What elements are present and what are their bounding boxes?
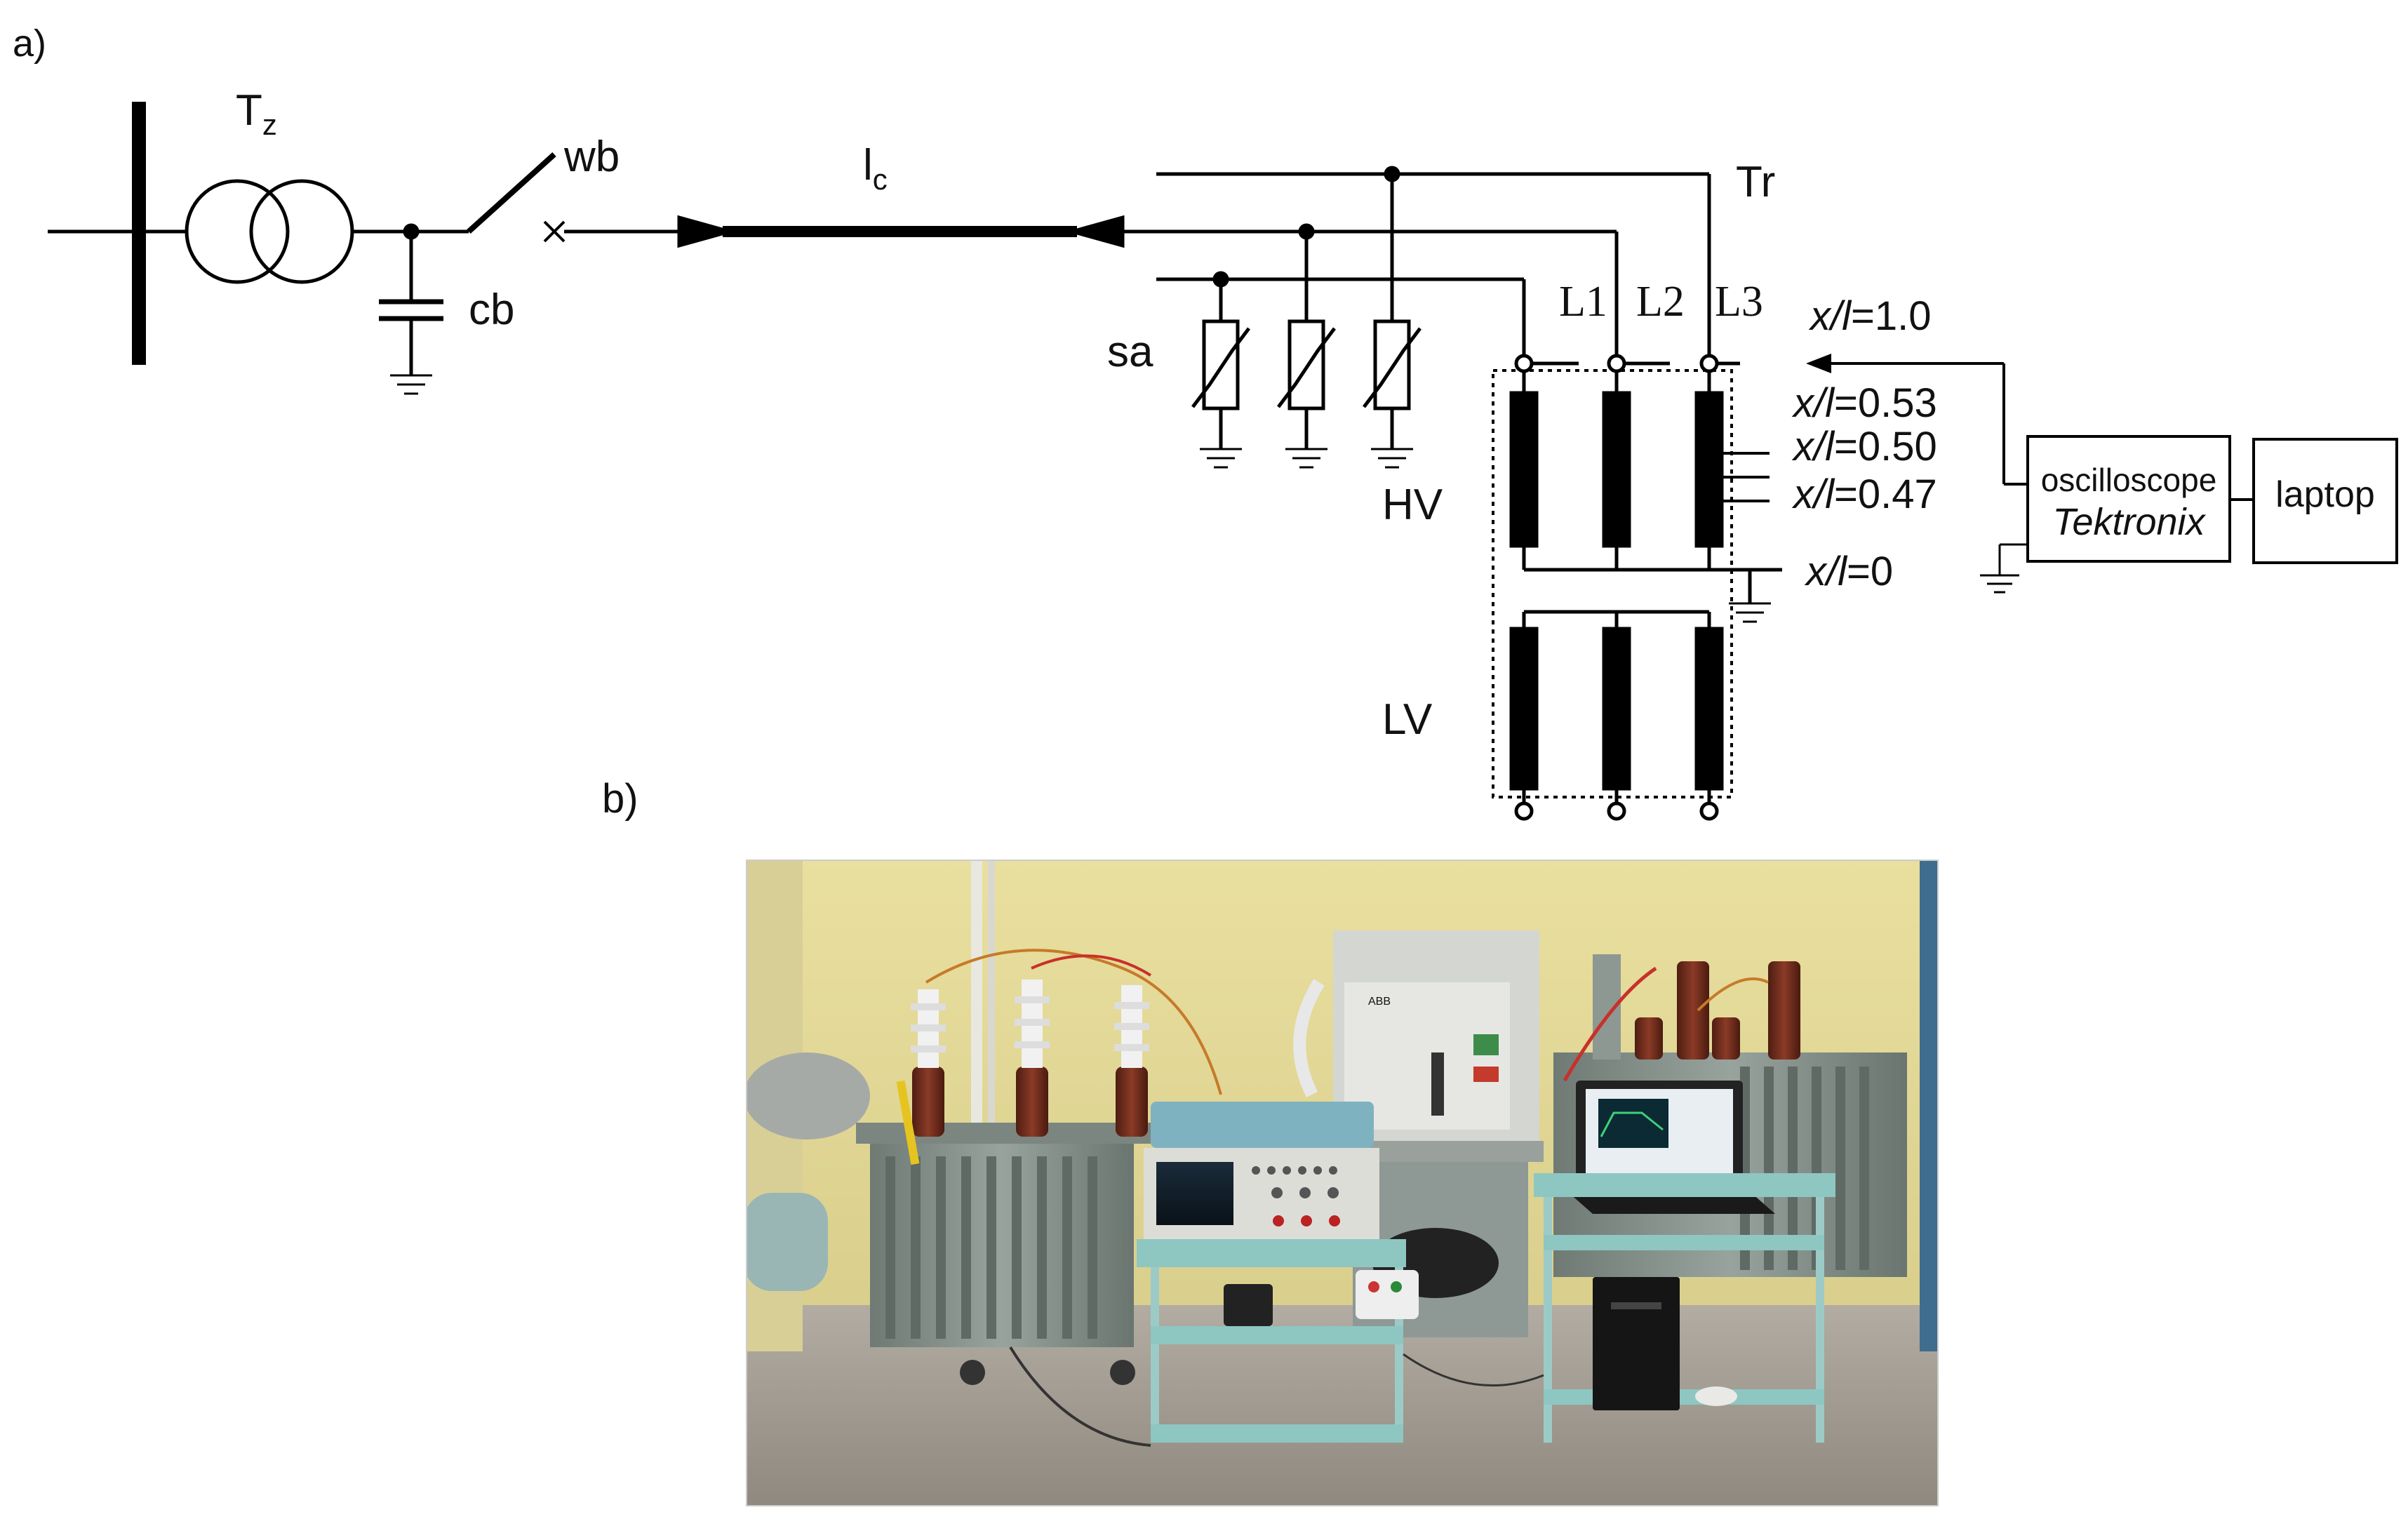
tap-label-0-47: x/l=0.47 <box>1791 472 1937 517</box>
laptop-label: laptop <box>2275 474 2375 515</box>
tap-label-0: x/l=0 <box>1804 549 1893 594</box>
wb-breaker-contact-x <box>543 220 566 243</box>
oscilloscope-label: oscilloscope <box>2041 462 2217 498</box>
arrow-head-icon <box>1806 354 1831 373</box>
sa-label: sa <box>1107 328 1153 376</box>
tap-label-0-53: x/l=0.53 <box>1791 380 1937 426</box>
laptop-box <box>2252 438 2398 564</box>
tr-label: Tr <box>1736 158 1775 206</box>
tap-label-1-0: x/l=1.0 <box>1808 293 1932 339</box>
panel-a-label: a) <box>13 22 46 65</box>
lv-windings <box>1509 610 1724 821</box>
l2-label: L2 <box>1636 278 1685 326</box>
tz-label: Tz <box>236 86 277 141</box>
hv-windings <box>1509 354 1782 623</box>
wb-breaker-blade <box>467 152 556 234</box>
measurement-lead <box>1806 354 2028 486</box>
lc-cable-symbol <box>677 215 1125 248</box>
photo-laptop-cart <box>1534 1081 1835 1443</box>
l1-label: L1 <box>1559 278 1607 326</box>
cb-label: cb <box>469 286 514 334</box>
abb-logo: ABB <box>1368 996 1391 1008</box>
photo-oscilloscope-cart <box>1137 1102 1419 1443</box>
lv-label: LV <box>1382 695 1433 744</box>
l3-label: L3 <box>1715 278 1763 326</box>
phase-conductors <box>1120 166 1711 363</box>
oscilloscope-ground <box>1980 543 2028 594</box>
panel-b-label: b) <box>602 776 638 822</box>
lab-setup-photo: ABB <box>746 860 1939 1506</box>
tektronix-label: Tektronix <box>2052 501 2206 543</box>
panel-a-circuit-diagram: a) Tz cb wb <box>13 22 2398 821</box>
wb-label: wb <box>563 133 620 181</box>
surge-arresters <box>1191 319 1422 469</box>
hv-label: HV <box>1382 481 1443 529</box>
cb-capacitor-symbol <box>379 223 443 395</box>
lc-label: lc <box>863 141 888 196</box>
tz-transformer-symbol <box>185 179 354 284</box>
tap-label-0-50: x/l=0.50 <box>1791 424 1937 469</box>
photo-left-transformer <box>856 949 1222 1385</box>
tap-labels: x/l=1.0 x/l=0.53 x/l=0.50 x/l=0.47 x/l=0 <box>1791 293 1937 594</box>
